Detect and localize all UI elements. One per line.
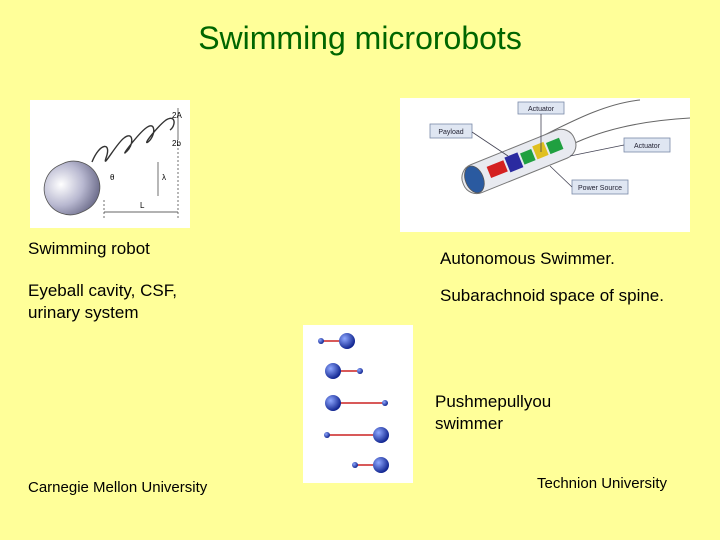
- svg-text:Actuator: Actuator: [528, 106, 555, 113]
- pushmepullyou-figure: [303, 325, 413, 483]
- helix-label-2a: 2A: [172, 111, 182, 120]
- callout-payload: Payload: [429, 123, 509, 157]
- svg-text:Power Source: Power Source: [578, 185, 622, 192]
- swimmer-stage-1: [318, 333, 355, 349]
- slide-title: Swimming microrobots: [198, 20, 522, 56]
- helix-label-lambda: λ: [162, 173, 166, 182]
- helix-robot-figure: 2A 2b θ λ L: [30, 100, 190, 228]
- autonomous-swimmer-figure: Actuator Payload Actuator Power Source: [400, 98, 691, 232]
- swimmer-stage-5: [352, 457, 389, 473]
- callout-power-source: Power Source: [549, 165, 629, 195]
- swimmer-capsule: [461, 128, 577, 195]
- svg-text:Payload: Payload: [438, 129, 463, 136]
- swimmer-stage-4: [324, 427, 389, 443]
- capsule-body: [43, 160, 101, 216]
- left-caption: Swimming robot: [28, 239, 150, 258]
- swimmer-stage-2: [325, 363, 363, 379]
- left-affiliation: Carnegie Mellon University: [28, 479, 208, 496]
- helix-label-l: L: [140, 201, 145, 210]
- middle-caption: Pushmepullyou swimmer: [435, 392, 552, 433]
- right-affiliation: Technion University: [537, 475, 668, 492]
- left-sites: Eyeball cavity, CSF, urinary system: [28, 281, 177, 322]
- right-sites: Subarachnoid space of spine.: [440, 286, 664, 305]
- callout-actuator-right: Actuator: [569, 137, 671, 157]
- svg-text:Actuator: Actuator: [634, 143, 661, 150]
- helix-label-theta: θ: [110, 173, 115, 182]
- helix-tail: [91, 117, 175, 163]
- swimmer-stage-3: [325, 395, 388, 411]
- right-caption: Autonomous Swimmer.: [440, 249, 615, 268]
- callout-actuator-top: Actuator: [517, 101, 565, 152]
- helix-label-2b: 2b: [172, 139, 181, 148]
